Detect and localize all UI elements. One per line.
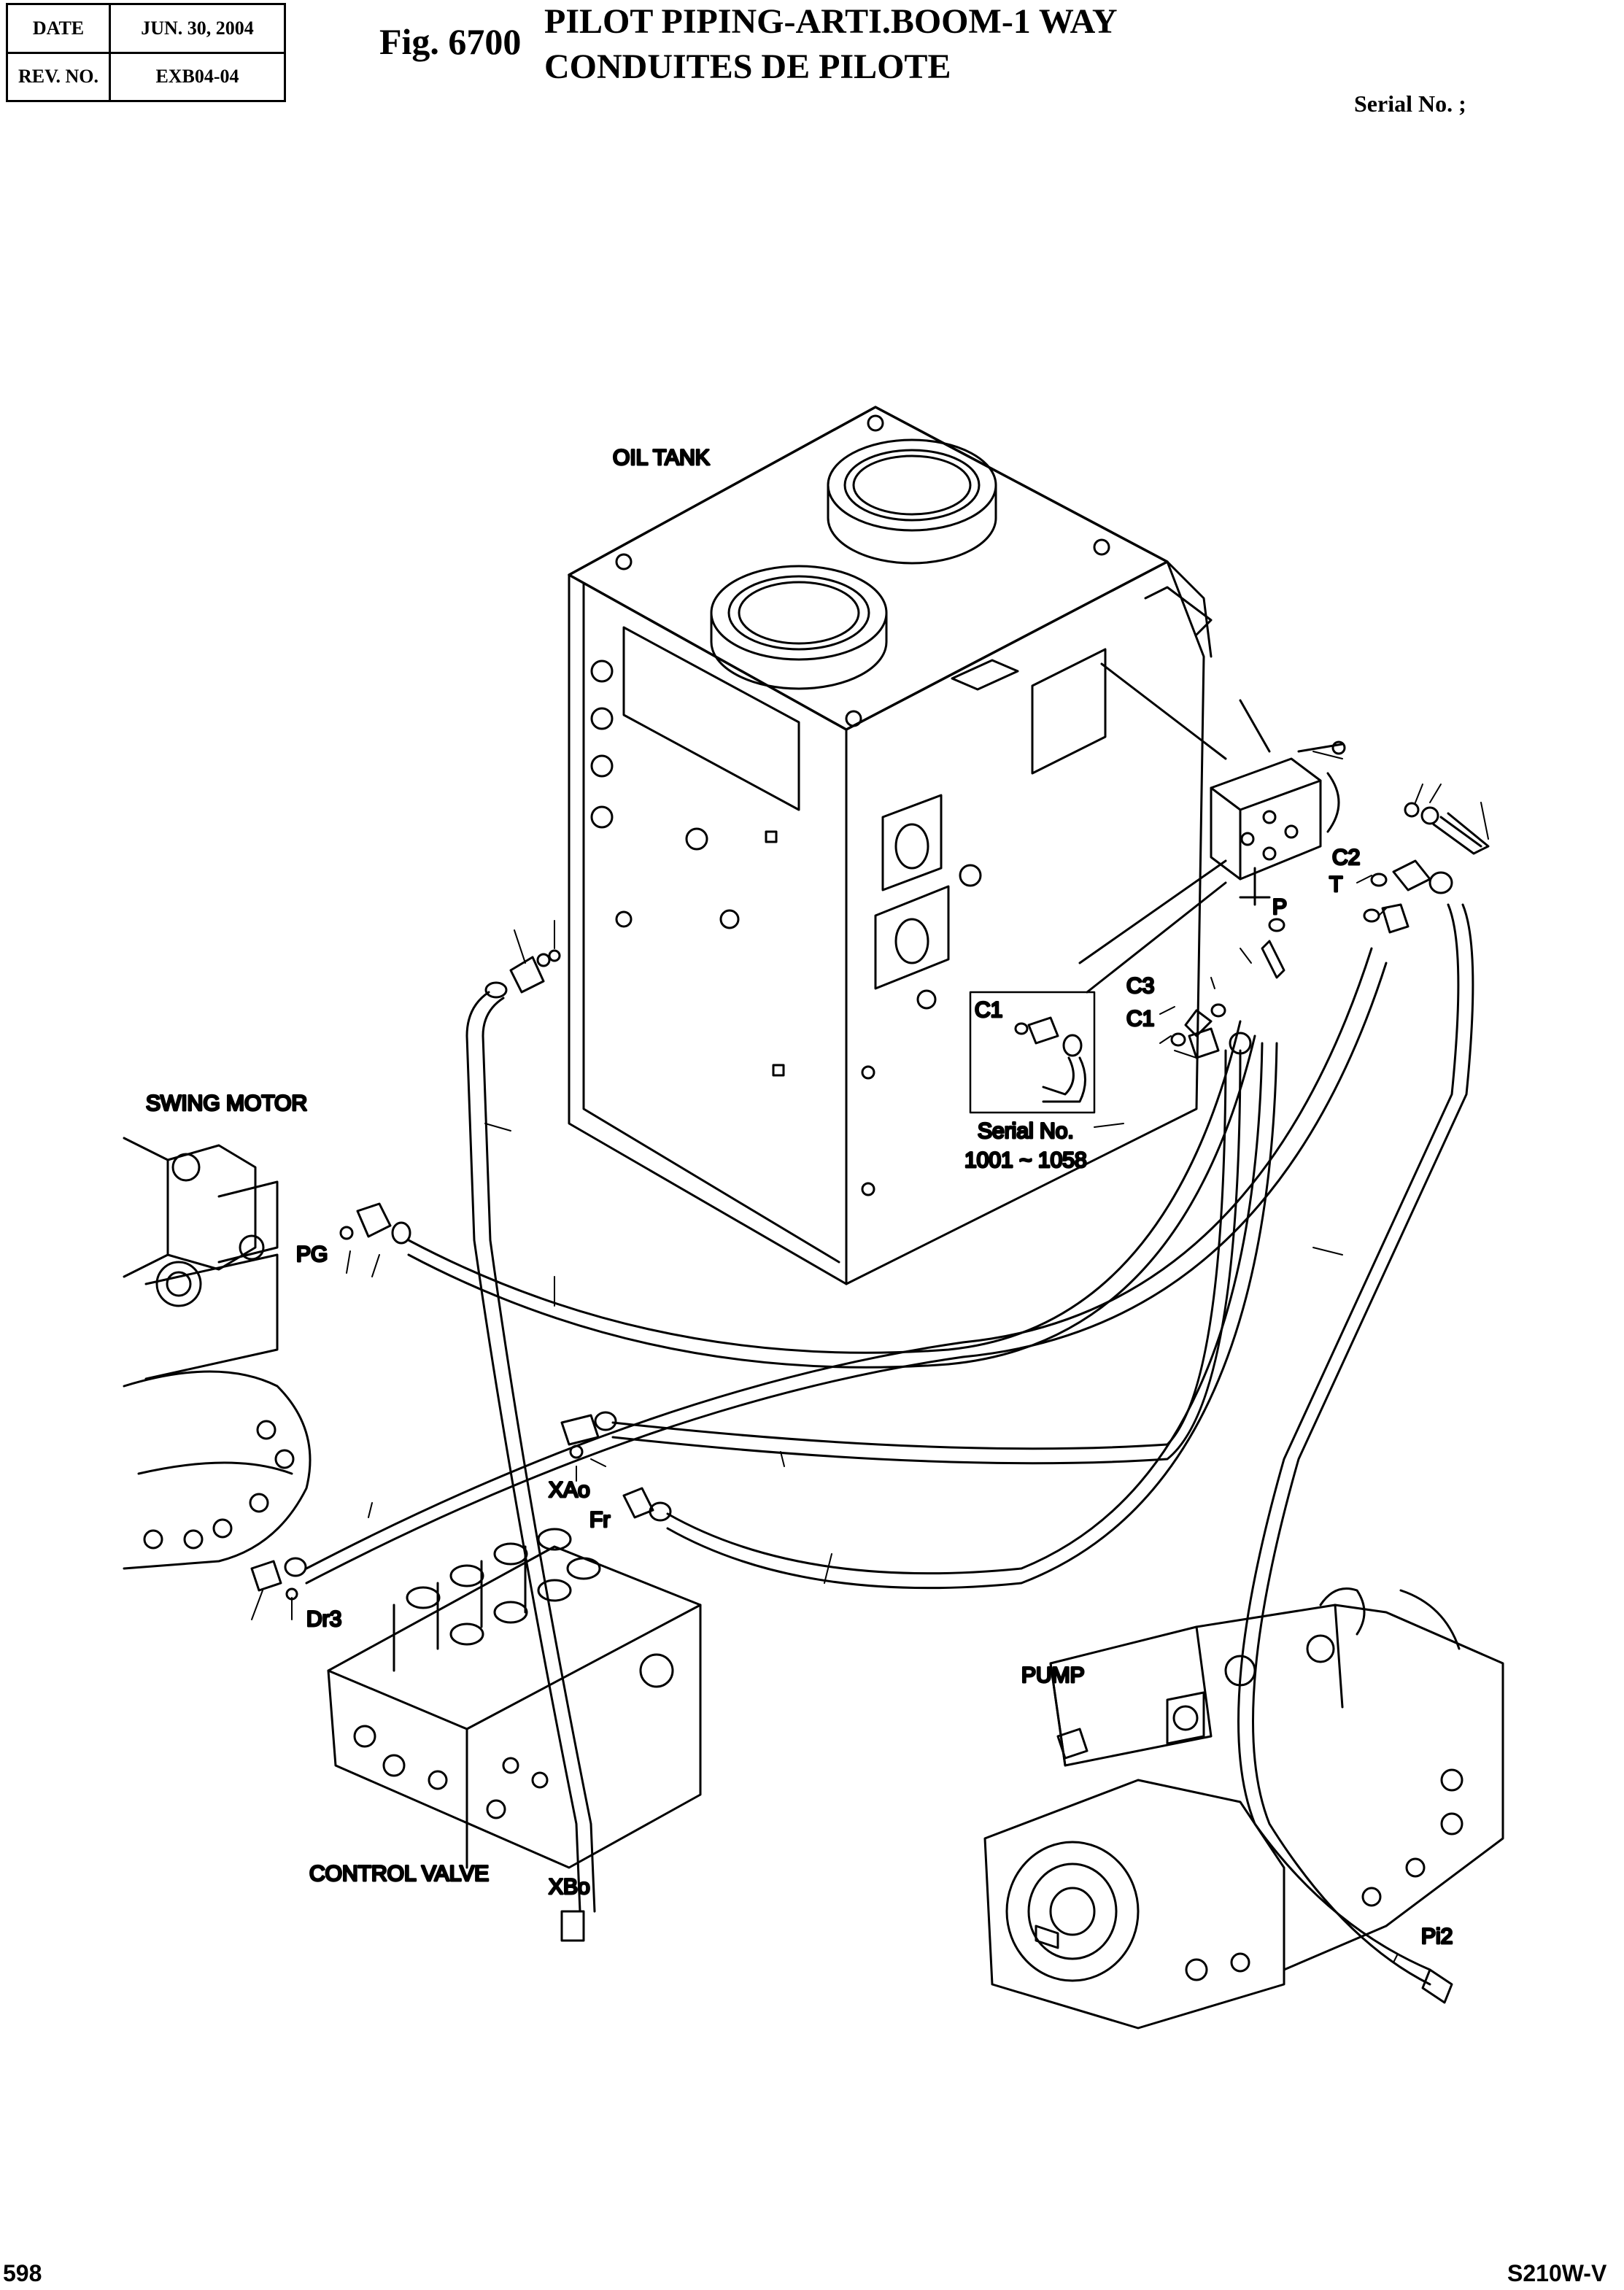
label-control-valve: CONTROL VALVE <box>309 1862 489 1886</box>
date-label: DATE <box>6 3 111 54</box>
label-p: P <box>1272 895 1287 919</box>
figure-number: Fig. 6700 <box>379 21 522 62</box>
label-c2: C2 <box>1332 846 1360 870</box>
hoses-drawing <box>305 903 1474 2004</box>
date-row: DATE JUN. 30, 2004 <box>6 3 286 54</box>
page-number: 598 <box>3 2260 42 2286</box>
label-pi2: Pi2 <box>1421 1925 1453 1949</box>
title-english: PILOT PIPING-ARTI.BOOM-1 WAY <box>544 2 1118 41</box>
fittings-drawing <box>250 859 1453 1942</box>
swing-motor-drawing <box>123 1137 312 1570</box>
label-c1: C1 <box>1126 1007 1154 1031</box>
leader-lines <box>251 751 1489 1963</box>
inset-box-drawing <box>969 991 1096 1114</box>
date-value: JUN. 30, 2004 <box>109 3 286 54</box>
serial-number-header: Serial No. ; <box>1354 90 1466 117</box>
label-pump: PUMP <box>1021 1663 1085 1687</box>
label-inset-serial: Serial No. <box>978 1119 1074 1143</box>
label-t: T <box>1329 873 1342 897</box>
label-dr3: Dr3 <box>306 1607 341 1631</box>
label-fr: Fr <box>589 1508 610 1532</box>
label-xao: XAo <box>549 1478 590 1502</box>
oil-tank-drawing <box>568 406 1213 1285</box>
label-c3: C3 <box>1126 974 1154 998</box>
rev-label: REV. NO. <box>6 51 111 102</box>
model-number: S210W-V <box>1507 2260 1607 2286</box>
label-c1-inset: C1 <box>975 998 1002 1022</box>
pump-drawing <box>983 1587 1504 2030</box>
valve-block-drawing <box>1078 662 1490 994</box>
revision-table: DATE JUN. 30, 2004 REV. NO. EXB04-04 <box>6 3 286 102</box>
label-inset-serial-range: 1001 ~ 1058 <box>964 1148 1087 1172</box>
rev-value: EXB04-04 <box>109 51 286 102</box>
rev-row: REV. NO. EXB04-04 <box>6 51 286 102</box>
label-xbo: XBo <box>549 1875 590 1899</box>
label-oil-tank: OIL TANK <box>613 446 710 470</box>
label-swing-motor: SWING MOTOR <box>146 1091 307 1115</box>
title-french: CONDUITES DE PILOTE <box>544 47 951 86</box>
control-valve-drawing <box>327 1528 702 1869</box>
label-pg: PG <box>296 1242 328 1266</box>
